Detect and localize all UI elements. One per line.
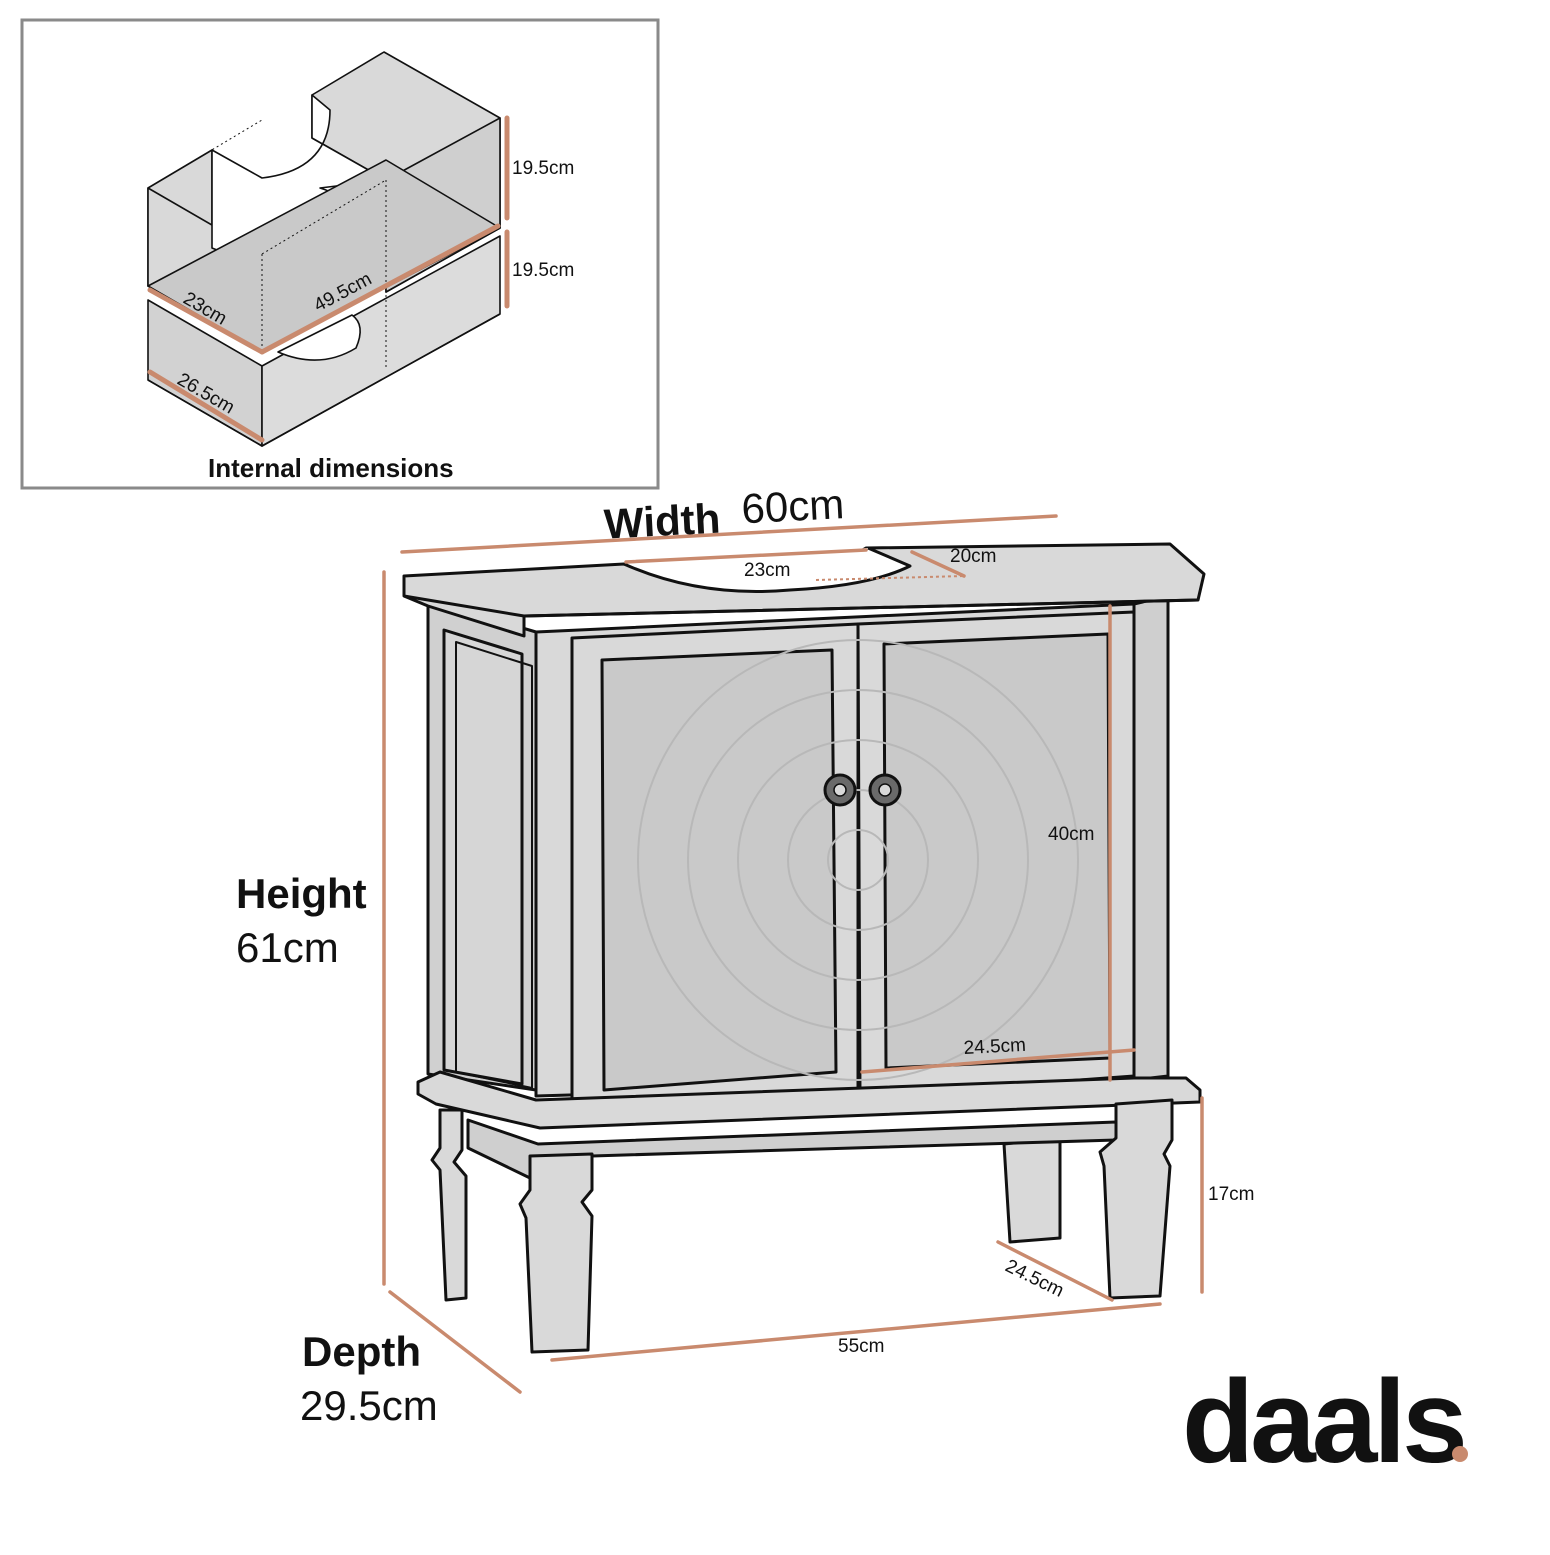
inset-top-height-label: 19.5cm (512, 158, 574, 179)
inset-hidden-lines (147, 119, 387, 370)
depth-value: 29.5cm (300, 1382, 438, 1429)
leg-height-label: 17cm (1208, 1184, 1254, 1205)
width-value: 60cm (740, 480, 845, 532)
inset-shelf-depth-line (147, 287, 265, 355)
cabinet-right-edge (1132, 594, 1170, 1082)
inset-cabinet-drawing (147, 51, 501, 447)
cabinet-top-edge (403, 594, 1199, 618)
inset-dimension-lines (147, 115, 510, 443)
inner-depth-label: 24.5cm (1002, 1256, 1067, 1302)
door-medallion-pattern (637, 639, 1079, 1081)
height-value: 61cm (236, 924, 339, 971)
daals-logo: daals (1182, 1356, 1468, 1488)
top-sink-cutout (623, 546, 912, 593)
brand-dot (1452, 1446, 1468, 1462)
inset-lower-height-label: 19.5cm (512, 260, 574, 281)
cabinet-plinth (416, 1070, 1202, 1130)
width-label-group: Width 60cm (603, 480, 845, 548)
inner-depth-line (996, 1240, 1114, 1302)
inner-width-label: 55cm (838, 1336, 884, 1357)
cutout-depth-line (910, 550, 966, 578)
depth-line (388, 1290, 522, 1394)
back-right-leg (1002, 1136, 1062, 1244)
right-door-panel (882, 632, 1112, 1070)
depth-label: Depth (302, 1328, 421, 1375)
cutout-width-line (624, 548, 868, 564)
door-height-label: 40cm (1048, 824, 1094, 845)
cutout-width-label: 23cm (744, 560, 790, 581)
inset-base-depth-line (147, 369, 265, 443)
inset-base-edge (147, 313, 501, 447)
inset-shelf-width-line (259, 223, 501, 355)
front-right-leg (1098, 1098, 1174, 1300)
width-label: Width (603, 495, 722, 548)
side-inset-panel (442, 628, 524, 1086)
left-door-panel (600, 648, 838, 1092)
door-width-label: 24.5cm (963, 1035, 1026, 1059)
door-knobs (823, 773, 902, 807)
cutout-dotted-lines (815, 575, 965, 581)
back-left-leg (430, 1108, 468, 1302)
cutout-depth-label: 20cm (950, 546, 996, 567)
front-left-leg (518, 1152, 594, 1354)
internal-dimensions-inset: 19.5cm 19.5cm 23cm 49.5cm 26.5cm Interna… (20, 18, 660, 490)
brand-name: daals (1182, 1356, 1464, 1488)
cabinet-drawing (402, 542, 1206, 1354)
width-line (400, 514, 1058, 554)
side-inner-bevel (455, 641, 533, 1089)
door-width-line (860, 1048, 1136, 1074)
inner-width-line (550, 1302, 1162, 1362)
inset-lower-cutout (277, 314, 361, 361)
main-dimension-lines (382, 514, 1204, 1394)
inset-title: Internal dimensions (208, 453, 454, 483)
height-label: Height (236, 870, 367, 917)
